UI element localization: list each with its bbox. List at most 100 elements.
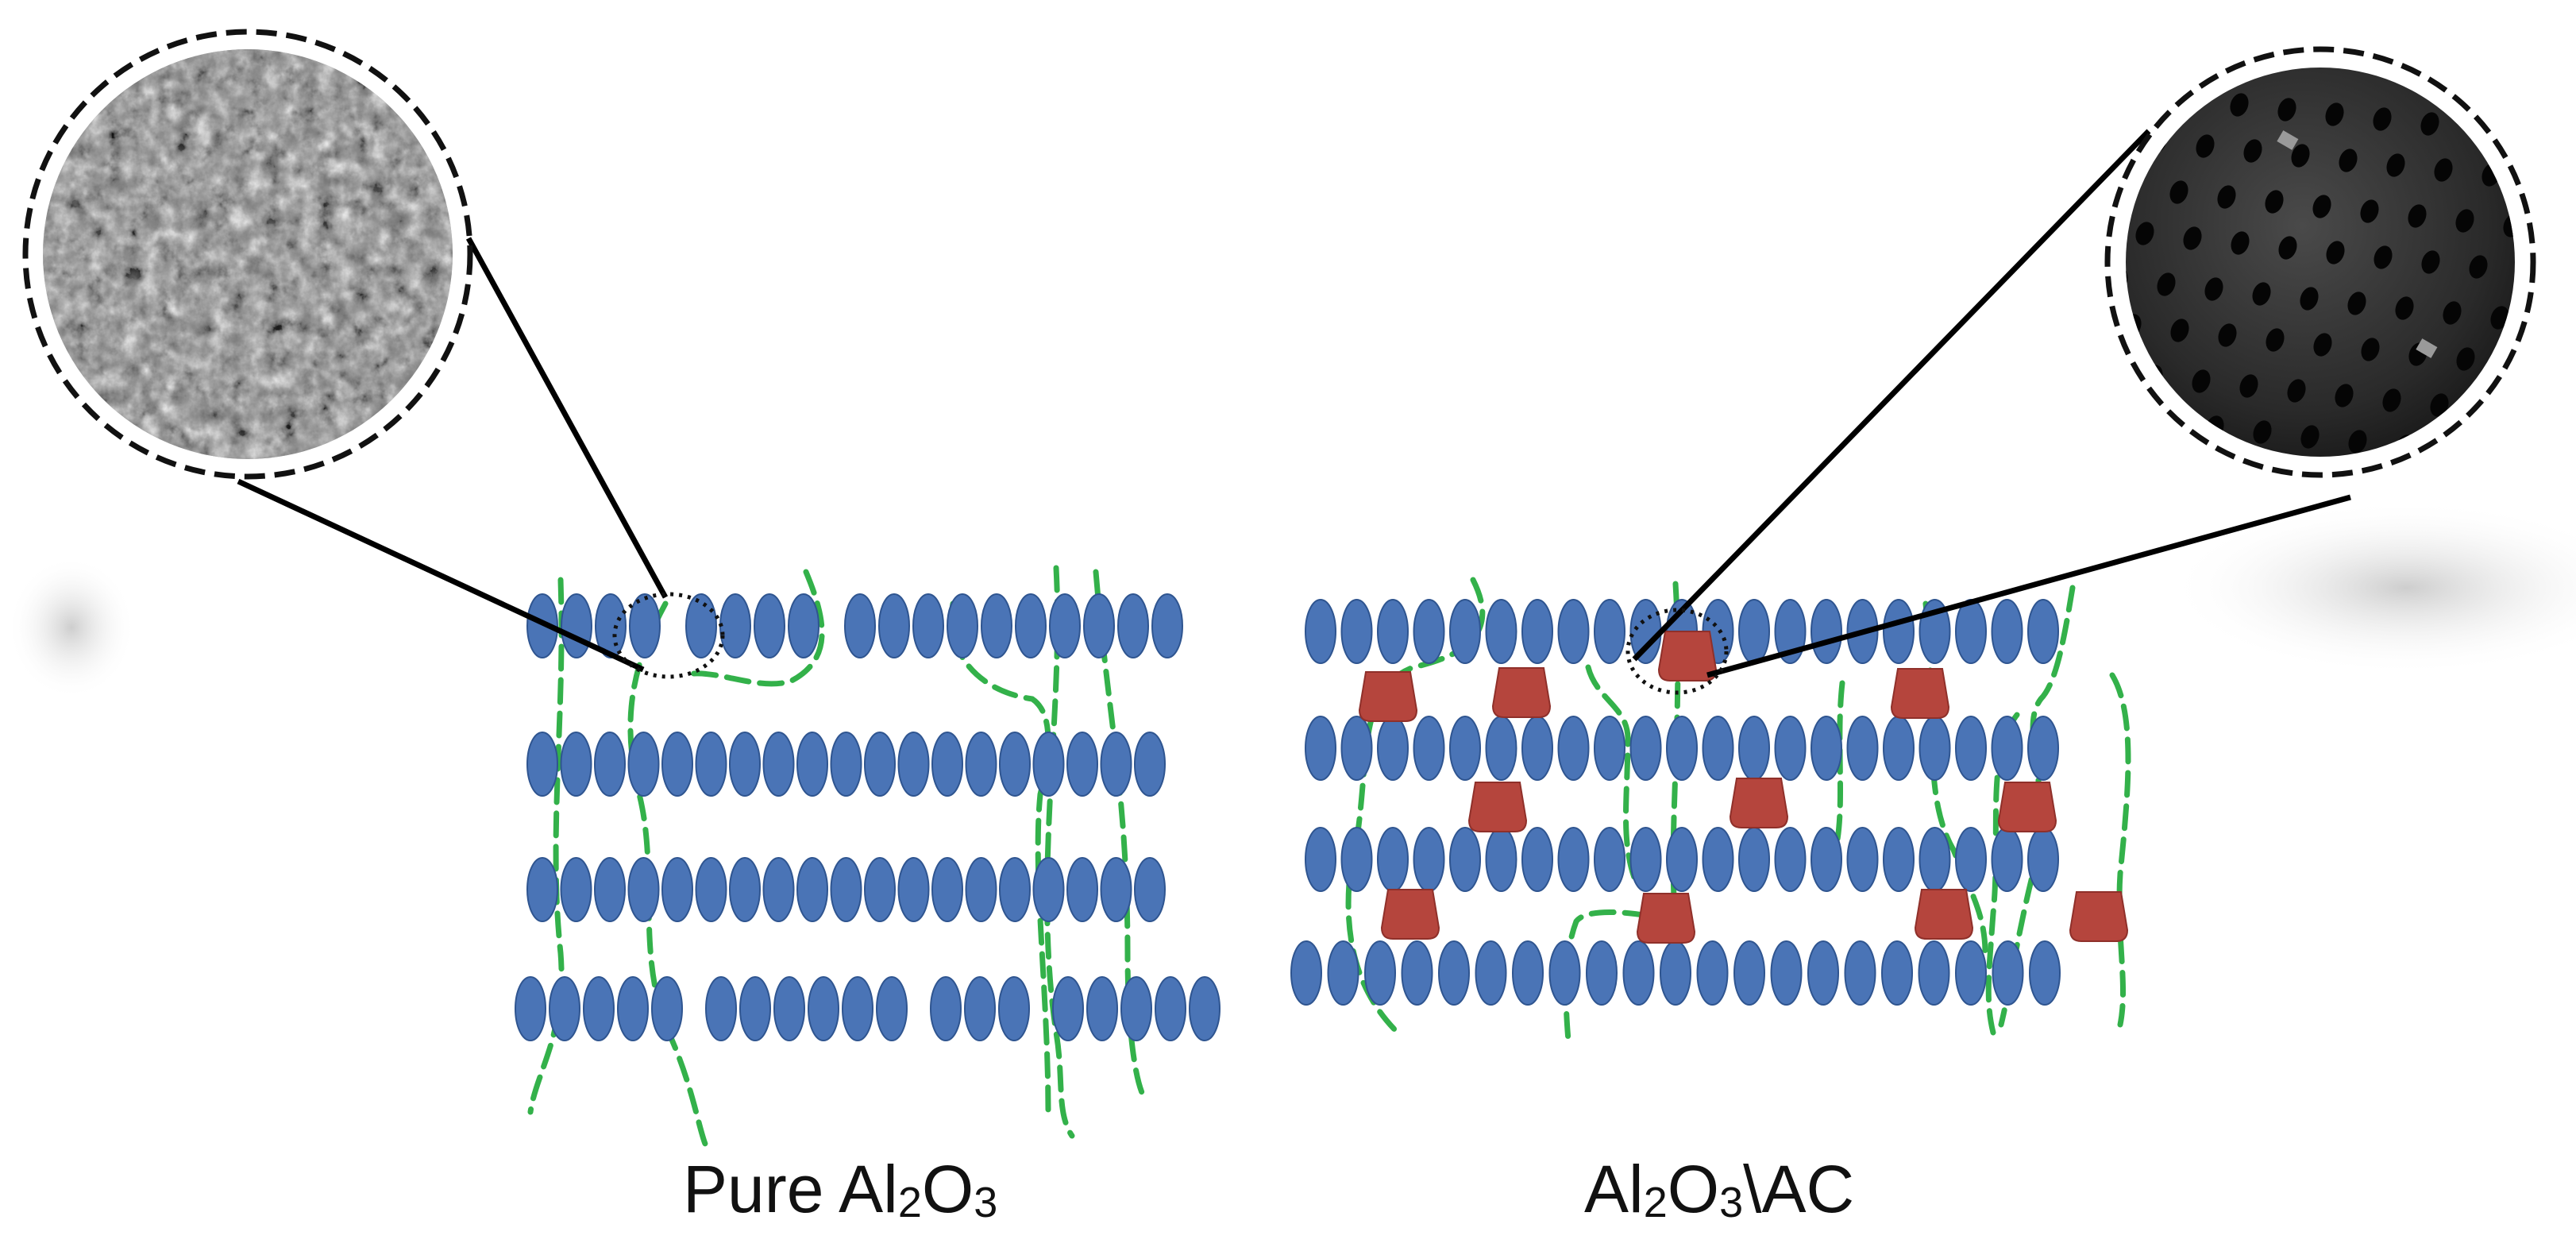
- alumina-particle: [1557, 716, 1590, 781]
- pore: [2513, 119, 2538, 148]
- leader-line-left-lower: [237, 478, 645, 673]
- alumina-particle: [1512, 940, 1544, 1006]
- alumina-particle: [1134, 732, 1166, 797]
- pore: [2135, 222, 2154, 245]
- alumina-particle: [1049, 593, 1081, 658]
- alumina-particle: [1548, 940, 1581, 1006]
- alumina-particle: [1991, 827, 2023, 892]
- alumina-particle: [1660, 940, 1691, 1006]
- sem-inset-right: [1625, 46, 2551, 695]
- pore: [2204, 277, 2223, 301]
- pore: [2347, 292, 2366, 315]
- dashed-ring-right: [2104, 46, 2536, 478]
- alumina-particle: [729, 857, 761, 922]
- pore: [2469, 255, 2488, 279]
- alumina-particle: [1475, 940, 1507, 1006]
- alumina-particle: [1364, 940, 1396, 1006]
- alumina-particle: [1919, 827, 1951, 892]
- alumina-particle: [762, 857, 795, 922]
- pore: [2527, 165, 2551, 194]
- pore: [2456, 347, 2475, 371]
- caption-left-text: Pure Al: [683, 1152, 898, 1226]
- alumina-particle: [1586, 940, 1618, 1006]
- pore: [2420, 112, 2439, 136]
- alumina-particle: [1305, 827, 1336, 892]
- pore: [2265, 190, 2284, 214]
- alumina-particle: [754, 593, 785, 658]
- alumina-particle: [1377, 827, 1409, 892]
- caption-right-sub2: 3: [1719, 1179, 1744, 1226]
- pore: [2094, 357, 2119, 386]
- alumina-particle: [739, 976, 771, 1041]
- alumina-particle: [1521, 599, 1553, 664]
- alumina-particle: [1032, 732, 1065, 797]
- alumina-particle: [1327, 940, 1359, 1006]
- pore: [2443, 439, 2462, 457]
- alumina-particle: [1883, 716, 1915, 781]
- alumina-particle: [1438, 940, 1470, 1006]
- alumina-particle: [1401, 940, 1433, 1006]
- fibers-left: [527, 565, 1147, 1147]
- pore: [2253, 420, 2272, 444]
- alumina-particle: [1449, 716, 1481, 781]
- pore: [2231, 231, 2250, 255]
- alumina-particle: [964, 976, 996, 1041]
- pore: [2408, 204, 2427, 228]
- alumina-particle: [1955, 940, 1987, 1006]
- alumina-particle: [1774, 827, 1807, 892]
- alumina-particle: [1100, 857, 1132, 922]
- alumina-particle: [1557, 599, 1590, 664]
- alumina-particle: [1666, 716, 1698, 781]
- alumina-particle: [864, 857, 896, 922]
- alumina-particle: [1521, 827, 1553, 892]
- alumina-particle: [1377, 716, 1409, 781]
- leader-line-right-lower: [1706, 494, 2351, 678]
- leader-line-left-upper: [465, 237, 669, 599]
- pore: [2443, 301, 2462, 325]
- pore: [2129, 454, 2154, 483]
- alumina-particle: [1629, 599, 1662, 664]
- alumina-particle: [594, 732, 626, 797]
- pore: [2335, 384, 2354, 407]
- alumina-particle: [560, 857, 592, 922]
- alumina-particle: [1807, 940, 1839, 1006]
- alumina-particle: [1066, 732, 1098, 797]
- alumina-particle: [878, 593, 910, 658]
- alumina-particle: [1305, 599, 1336, 664]
- alumina-particle: [1702, 827, 1734, 892]
- alumina-particle: [1594, 716, 1625, 781]
- fiber-strand: [1044, 565, 1075, 1139]
- alumina-particle: [1622, 940, 1655, 1006]
- alumina-particle: [796, 857, 828, 922]
- debris-speck: [2416, 338, 2438, 358]
- alumina-particle: [1844, 940, 1876, 1006]
- ac-filler-particle: [1467, 782, 1528, 832]
- debris-speck: [2277, 130, 2299, 150]
- alumina-particle: [796, 732, 828, 797]
- alumina-particle: [705, 976, 737, 1041]
- alumina-particle: [931, 857, 963, 922]
- pore: [2361, 338, 2380, 361]
- pore: [2196, 134, 2215, 158]
- alumina-particle: [876, 976, 908, 1041]
- alumina-particle: [1066, 857, 1098, 922]
- alumina-particle: [515, 976, 546, 1041]
- alumina-particle: [627, 732, 660, 797]
- caption-right-suffix: \AC: [1743, 1152, 1855, 1226]
- alumina-particle: [1485, 827, 1517, 892]
- caption-right-sub1: 2: [1643, 1179, 1668, 1226]
- alumina-particle: [1086, 976, 1118, 1041]
- alumina-particle: [594, 857, 626, 922]
- pore: [2348, 430, 2367, 454]
- alumina-particle: [1955, 716, 1987, 781]
- pore: [2192, 369, 2211, 393]
- ac-filler-particle: [1890, 668, 1950, 719]
- zoom-marker-left: [612, 592, 725, 679]
- alumina-particle: [1521, 716, 1553, 781]
- alumina-particle: [1052, 976, 1084, 1041]
- pore: [2300, 287, 2319, 311]
- pore: [2217, 185, 2236, 209]
- alumina-particle: [617, 976, 649, 1041]
- alumina-particle: [1955, 599, 1987, 664]
